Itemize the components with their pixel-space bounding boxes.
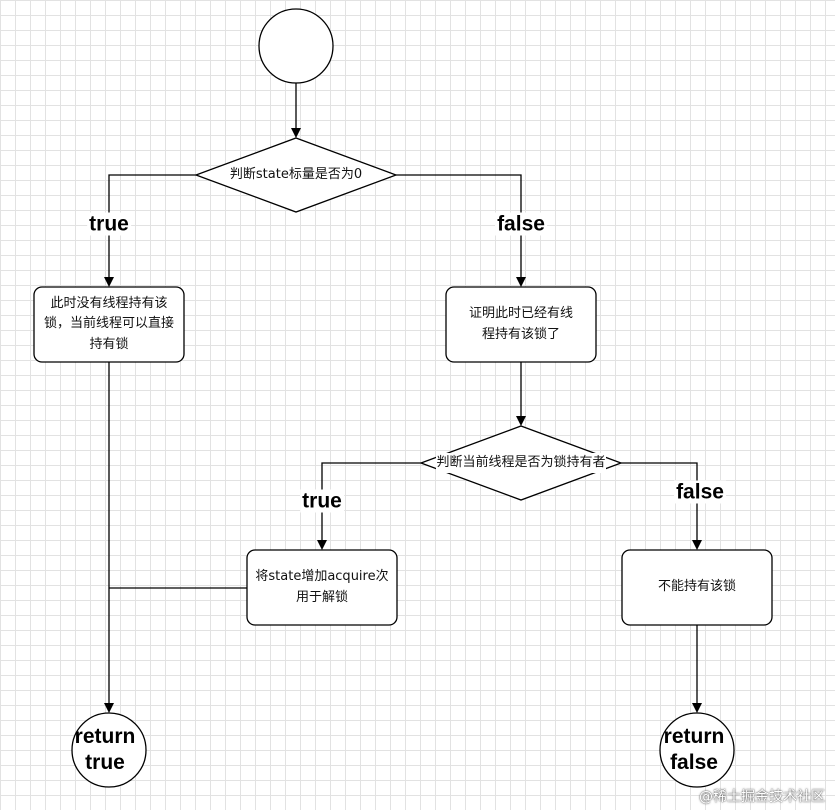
edge-label-state-true: true — [87, 212, 131, 236]
arrow-head — [692, 703, 702, 713]
arrow-head — [291, 128, 301, 138]
has-owner-label: 证明此时已经有线程持有该锁了 — [468, 306, 573, 342]
arrow-head — [104, 277, 114, 287]
edge-label-owner-true: true — [300, 489, 344, 513]
arrow-head — [516, 277, 526, 287]
return-true-label: return true — [74, 724, 136, 774]
start-node — [258, 8, 334, 84]
edge-label-owner-false: false — [674, 480, 726, 504]
edge-state-true — [108, 174, 196, 279]
decision-state-label: 判断state标量是否为0 — [196, 160, 396, 190]
decision-owner-label: 判断当前线程是否为锁持有者 — [411, 448, 631, 478]
return-false-label: return false — [663, 724, 725, 774]
no-owner-label: 此时没有线程持有该锁，当前线程可以直接持有锁 — [43, 296, 174, 352]
watermark: @稀土掘金技术社区 — [699, 789, 825, 805]
arrow-head — [104, 703, 114, 713]
edge-state-false — [396, 174, 522, 279]
decision-state-text: 判断state标量是否为0 — [229, 164, 363, 186]
edge-owner-false — [621, 462, 698, 542]
decision-owner-text: 判断当前线程是否为锁持有者 — [436, 452, 606, 474]
arrow-head — [692, 540, 702, 550]
edge-owner-true — [321, 462, 421, 542]
edge-label-state-false: false — [495, 212, 547, 236]
cannot-hold-label: 不能持有该锁 — [657, 579, 736, 595]
arrow-head — [516, 416, 526, 426]
increment-label: 将state增加acquire次用于解锁 — [255, 569, 389, 605]
arrow-head — [317, 540, 327, 550]
